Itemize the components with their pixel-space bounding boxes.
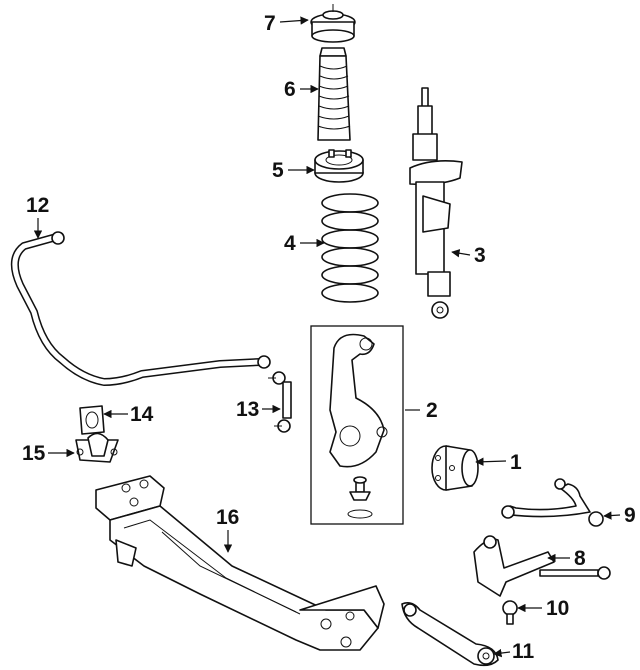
- svg-text:13: 13: [236, 398, 259, 421]
- steering-knuckle-icon: [310, 325, 404, 525]
- callout-12: 12: [26, 194, 49, 239]
- spring-seat-icon: [314, 149, 364, 183]
- rear-lower-arm-icon: [401, 602, 499, 667]
- svg-text:8: 8: [574, 547, 586, 570]
- callout-3: 3: [451, 244, 486, 267]
- stabilizer-link-icon: [268, 371, 292, 433]
- svg-text:9: 9: [624, 504, 636, 527]
- svg-text:14: 14: [130, 403, 154, 426]
- svg-text:15: 15: [22, 442, 46, 465]
- svg-text:2: 2: [426, 399, 438, 422]
- coil-spring-icon: [321, 193, 379, 303]
- bushing-bracket-icon: [75, 432, 119, 463]
- callout-16: 16: [216, 506, 239, 553]
- svg-text:12: 12: [26, 194, 49, 217]
- crossmember-icon: [95, 475, 385, 651]
- callout-4: 4: [284, 232, 325, 255]
- callout-8: 8: [547, 547, 586, 570]
- svg-text:10: 10: [546, 597, 569, 620]
- callout-2: 2: [405, 399, 438, 422]
- callout-15: 15: [22, 442, 75, 465]
- svg-text:1: 1: [510, 451, 522, 474]
- callout-11: 11: [493, 640, 535, 663]
- dust-boot-icon: [317, 47, 351, 141]
- callout-5: 5: [272, 159, 315, 182]
- svg-text:3: 3: [474, 244, 486, 267]
- callout-9: 9: [603, 504, 636, 527]
- svg-text:7: 7: [264, 12, 276, 35]
- bar-bushing-icon: [79, 405, 105, 435]
- strut-mount-icon: [310, 4, 356, 43]
- callout-13: 13: [236, 398, 281, 421]
- ball-joint-icon: [502, 600, 518, 625]
- stabilizer-bar-icon: [10, 231, 271, 386]
- callout-6: 6: [284, 78, 319, 101]
- svg-text:11: 11: [512, 640, 535, 663]
- callout-10: 10: [517, 597, 569, 620]
- callout-7: 7: [264, 12, 309, 35]
- svg-text:5: 5: [272, 159, 284, 182]
- lower-control-arm-icon: [473, 535, 611, 597]
- callout-1: 1: [475, 451, 522, 474]
- svg-text:4: 4: [284, 232, 296, 255]
- callout-14: 14: [103, 403, 154, 426]
- hub-bearing-icon: [431, 445, 479, 491]
- upper-control-arm-icon: [501, 478, 604, 527]
- svg-text:6: 6: [284, 78, 296, 101]
- strut-assembly-icon: [409, 87, 463, 319]
- svg-text:16: 16: [216, 506, 239, 529]
